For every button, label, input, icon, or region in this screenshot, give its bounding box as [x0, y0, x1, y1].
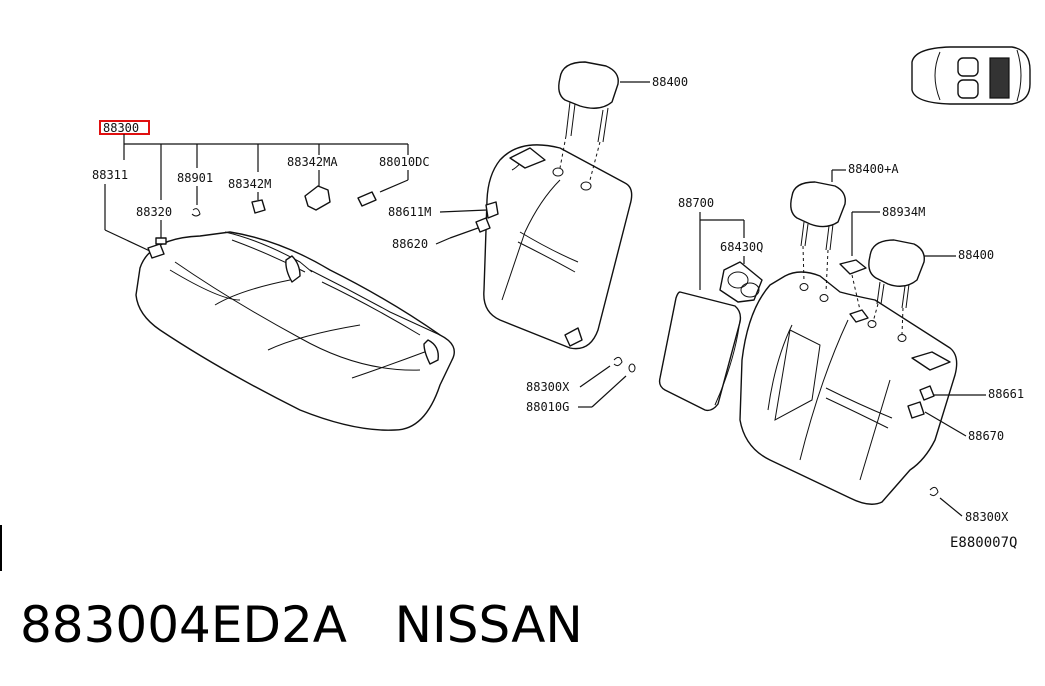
part-number-88342m[interactable]: 88342M: [228, 177, 271, 191]
part-number-88400a[interactable]: 88400+A: [848, 162, 899, 176]
part-number-88901[interactable]: 88901: [177, 171, 213, 185]
part-number-88620[interactable]: 88620: [392, 237, 428, 251]
headrest-right[interactable]: [868, 239, 925, 335]
bolt-88010g: [628, 363, 636, 373]
left-edge-mark: [0, 525, 2, 571]
part-number-88300: 88300: [103, 121, 139, 135]
vehicle-location-icon: [911, 46, 1031, 105]
seat-back-right[interactable]: [739, 271, 958, 505]
clip-88901: [191, 208, 201, 217]
part-number-68430q[interactable]: 68430Q: [720, 240, 763, 254]
bolt-88010dc: [357, 191, 377, 207]
part-caption: 883004ED2A NISSAN: [20, 596, 583, 654]
part-number-88300x-right[interactable]: 88300X: [965, 510, 1009, 524]
bezel-88934m: [839, 259, 867, 275]
main-assembly-label[interactable]: 88300: [99, 120, 150, 135]
clip-88661: [919, 385, 935, 401]
drawing-code: E880007Q: [950, 535, 1017, 551]
clip-88300x-right: [929, 486, 939, 497]
hook-88342ma: [304, 185, 331, 211]
clip-88620: [475, 217, 491, 233]
clip-88320: [155, 237, 167, 245]
part-number-88010dc[interactable]: 88010DC: [379, 155, 430, 169]
clip-88300x-mid: [613, 356, 623, 367]
seat-cushion[interactable]: [135, 231, 455, 431]
part-number-88661[interactable]: 88661: [988, 387, 1024, 401]
part-number-88010g[interactable]: 88010G: [526, 400, 569, 414]
armrest[interactable]: [658, 291, 742, 412]
part-number-88300x-mid[interactable]: 88300X: [526, 380, 570, 394]
part-number-88700[interactable]: 88700: [678, 196, 714, 210]
part-number-88611m[interactable]: 88611M: [388, 205, 431, 219]
clip-88611m: [485, 201, 499, 219]
part-number-88400-top[interactable]: 88400: [652, 75, 688, 89]
part-number-88400-right[interactable]: 88400: [958, 248, 994, 262]
clip-88342m: [251, 199, 266, 214]
headrest-left[interactable]: [790, 181, 846, 293]
cup-holder[interactable]: [719, 261, 763, 303]
headrest-top[interactable]: [558, 61, 619, 181]
seat-back-left[interactable]: [483, 144, 633, 350]
assembly-leader-lines: [123, 134, 409, 200]
clip-88311: [147, 243, 165, 259]
part-number-88342ma[interactable]: 88342MA: [287, 155, 338, 169]
part-number-88934m[interactable]: 88934M: [882, 205, 925, 219]
part-number-88320[interactable]: 88320: [136, 205, 172, 219]
part-number-88670[interactable]: 88670: [968, 429, 1004, 443]
part-number-88311[interactable]: 88311: [92, 168, 128, 182]
clip-88670: [907, 401, 925, 419]
